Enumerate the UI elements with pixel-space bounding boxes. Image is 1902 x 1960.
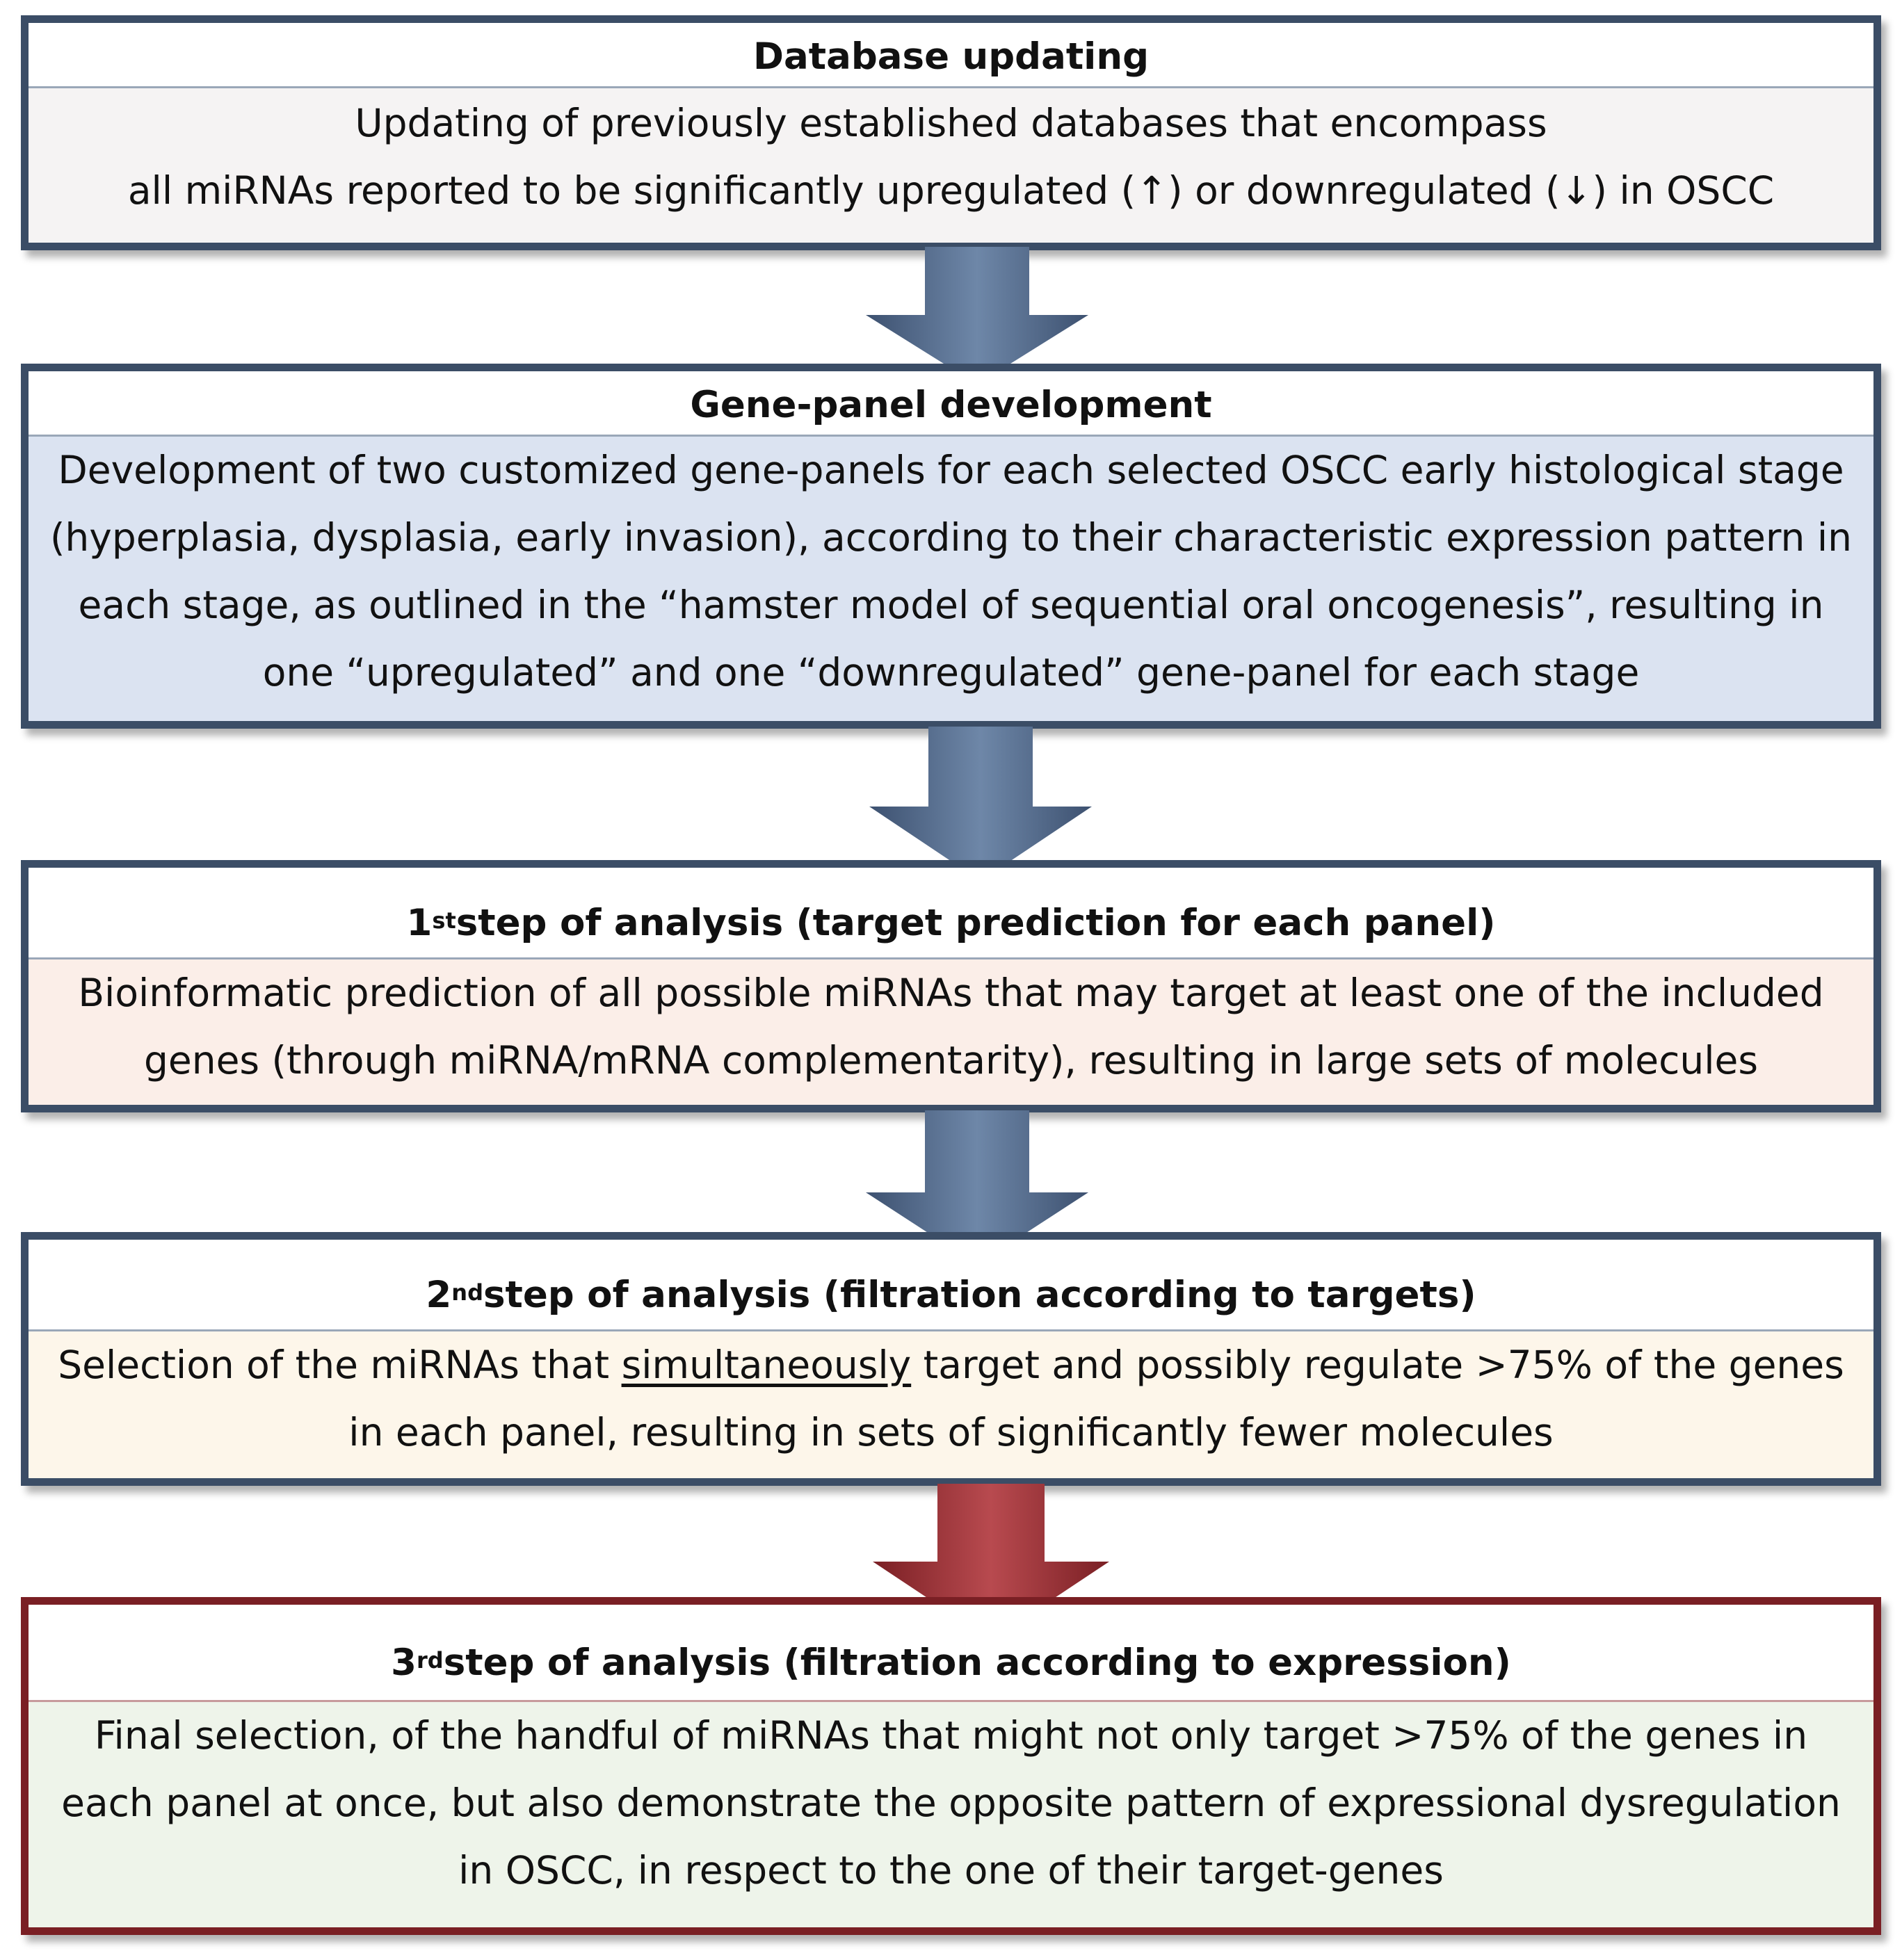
body-text: target and possibly regulate >75% of the… bbox=[911, 1343, 1844, 1387]
body-line: Development of two customized gene-panel… bbox=[58, 448, 1844, 492]
body-text: Selection of the miRNAs that bbox=[58, 1343, 622, 1387]
body-line: Updating of previously established datab… bbox=[355, 101, 1547, 145]
title-text: step of analysis (filtration according t… bbox=[483, 1274, 1476, 1316]
database-updating-box: Database updating Updating of previously… bbox=[21, 15, 1881, 250]
title-ordinal: 2 bbox=[426, 1274, 452, 1316]
box-body: Development of two customized gene-panel… bbox=[29, 437, 1873, 721]
down-arrow-icon bbox=[866, 247, 1088, 384]
title-ordinal: 1 bbox=[406, 902, 433, 944]
down-arrow-icon bbox=[873, 1484, 1109, 1640]
body-line: each stage, as outlined in the “hamster … bbox=[78, 583, 1824, 627]
body-line: (hyperplasia, dysplasia, early invasion)… bbox=[49, 515, 1853, 560]
body-line: Final selection, of the handful of miRNA… bbox=[94, 1713, 1808, 1758]
title-text: step of analysis (target prediction for … bbox=[456, 902, 1496, 944]
box-body: Updating of previously established datab… bbox=[29, 88, 1873, 243]
body-line: in OSCC, in respect to the one of their … bbox=[458, 1848, 1444, 1893]
body-line: Bioinformatic prediction of all possible… bbox=[78, 971, 1824, 1015]
body-line: all miRNAs reported to be significantly … bbox=[127, 168, 1775, 213]
down-arrow-icon bbox=[866, 1110, 1088, 1265]
title-ordinal: 3 bbox=[391, 1642, 417, 1684]
body-line: one “upregulated” and one “downregulated… bbox=[262, 650, 1640, 695]
title-text: step of analysis (filtration according t… bbox=[443, 1642, 1511, 1684]
box-body: Final selection, of the handful of miRNA… bbox=[29, 1702, 1873, 1927]
down-arrow-icon bbox=[869, 727, 1092, 881]
box-title: Database updating bbox=[29, 23, 1873, 88]
body-line: Selection of the miRNAs that simultaneou… bbox=[49, 1331, 1853, 1399]
gene-panel-development-box: Gene-panel development Development of tw… bbox=[21, 364, 1881, 729]
body-line: in each panel, resulting in sets of sign… bbox=[348, 1410, 1554, 1455]
underlined-text: simultaneously bbox=[621, 1343, 912, 1387]
box-body: Selection of the miRNAs that simultaneou… bbox=[29, 1331, 1873, 1478]
box-body: Bioinformatic prediction of all possible… bbox=[29, 959, 1873, 1105]
body-line: each panel at once, but also demonstrate… bbox=[61, 1781, 1841, 1825]
body-line: genes (through miRNA/mRNA complementarit… bbox=[143, 1038, 1759, 1083]
box-title: Gene-panel development bbox=[29, 371, 1873, 437]
